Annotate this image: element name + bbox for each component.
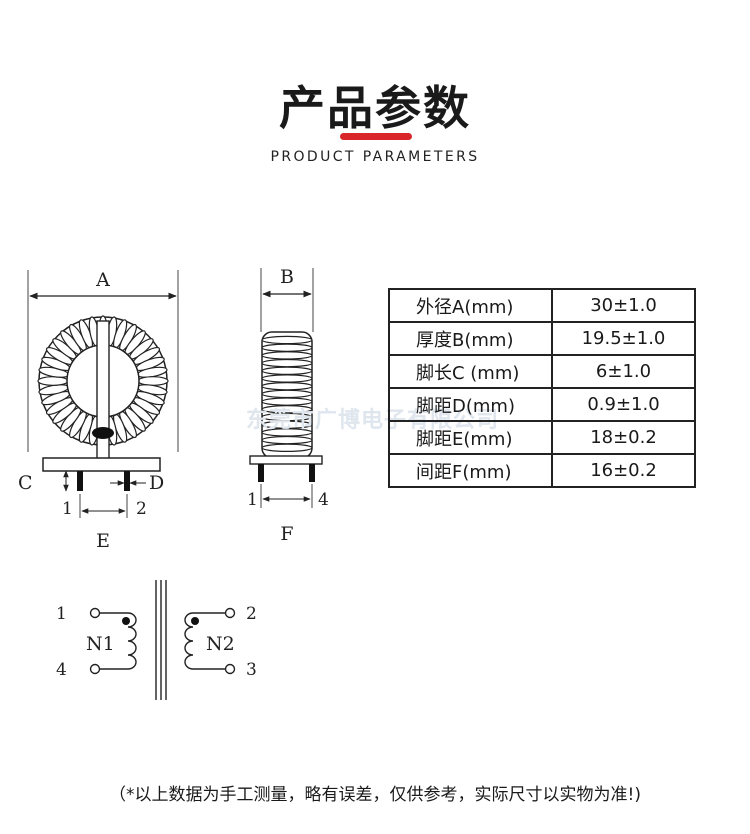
winding-n1-label: N1 [86,633,115,655]
parameter-table: 外径A(mm)30±1.0 厚度B(mm)19.5±1.0 脚长C (mm)6±… [388,288,696,488]
side-pin-left [258,464,264,482]
side-pin-4-label: 4 [318,490,329,510]
terminal-1 [89,607,101,619]
param-value: 18±0.2 [551,420,696,455]
coil-n2 [184,612,226,670]
table-row: 脚距D(mm)0.9±1.0 [388,387,696,422]
param-label: 间距F(mm) [388,453,553,488]
side-winding-turn [261,343,313,352]
side-pin-1-label: 1 [247,490,258,510]
side-winding-turn [261,366,313,375]
terminal-4 [89,663,101,675]
front-pin-2-label: 2 [136,499,147,519]
terminal-3 [224,663,236,675]
dot-n1 [122,617,130,625]
winding-turn [37,376,69,386]
dimension-e-label: E [96,530,110,552]
winding-turn [137,376,169,386]
side-winding-turn [261,382,313,391]
schematic-pin-2-label: 2 [246,604,257,624]
coil-n1 [99,612,137,670]
param-label: 脚长C (mm) [388,354,553,389]
param-value: 0.9±1.0 [551,387,696,422]
pin-right [124,471,130,491]
side-winding-turn [261,443,313,452]
side-windings [261,335,313,452]
toroid-core [37,315,169,462]
front-view: A C D 1 2 E [18,269,179,552]
table-row: 脚长C (mm)6±1.0 [388,354,696,389]
param-label: 脚距E(mm) [388,420,553,455]
side-base-plate [249,455,323,465]
disclaimer-note: （*以上数据为手工测量，略有误差，仅供参考，实际尺寸以实物为准!) [109,785,641,805]
side-winding-turn [261,351,313,360]
table-row: 外径A(mm)30±1.0 [388,288,696,323]
side-winding-turn [261,358,313,368]
side-winding-turn [261,374,313,383]
schematic [89,580,236,700]
table-row: 厚度B(mm)19.5±1.0 [388,321,696,356]
side-winding-turn [261,435,313,445]
side-view: B 1 4 F [247,266,329,545]
title-accent-bar [340,133,412,140]
schematic-pin-1-label: 1 [56,604,67,624]
table-row: 间距F(mm)16±0.2 [388,453,696,488]
dimension-c-label: C [18,472,33,494]
param-value: 6±1.0 [551,354,696,389]
param-value: 30±1.0 [551,288,696,323]
side-winding-turn [261,389,313,399]
table-row: 脚距E(mm)18±0.2 [388,420,696,455]
dot-n2 [191,617,199,625]
pin-left [77,471,83,491]
winding-n2-label: N2 [206,633,235,655]
schematic-pin-4-label: 4 [56,660,67,680]
page-title: 产品参数 [279,81,471,135]
page-subtitle: PRODUCT PARAMETERS [270,149,480,165]
param-label: 厚度B(mm) [388,321,553,356]
side-winding-turn [261,335,313,345]
front-pin-1-label: 1 [62,499,73,519]
terminal-2 [224,607,236,619]
param-value: 16±0.2 [551,453,696,488]
center-divider [96,320,110,462]
param-value: 19.5±1.0 [551,321,696,356]
dimension-b-label: B [280,266,294,288]
polarity-dot [92,427,114,439]
dimension-d-label: D [149,472,164,494]
side-pin-right [309,464,315,482]
schematic-pin-3-label: 3 [246,660,257,680]
dimension-a-label: A [95,269,110,291]
base-plate [42,457,161,472]
param-label: 外径A(mm) [388,288,553,323]
dimension-f-label: F [280,523,293,545]
param-label: 脚距D(mm) [388,387,553,422]
